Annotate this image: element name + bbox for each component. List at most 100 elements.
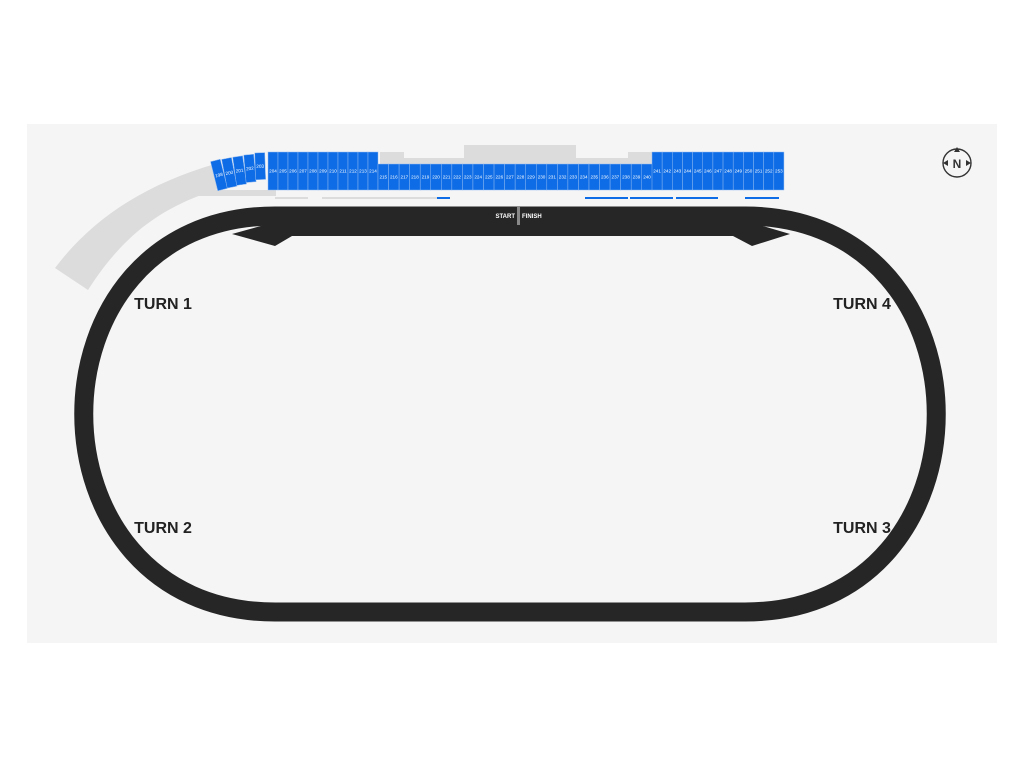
section-222[interactable]: 222	[451, 163, 463, 191]
section-245[interactable]: 245	[692, 151, 703, 191]
finish-label: FINISH	[522, 214, 542, 220]
section-label: 218	[411, 175, 419, 180]
section-label: 252	[765, 169, 773, 174]
track-oval	[74, 206, 946, 622]
section-246[interactable]: 246	[702, 151, 714, 191]
section-208[interactable]: 208	[307, 151, 319, 191]
walkway-1	[275, 197, 308, 199]
section-label: 246	[704, 169, 712, 174]
section-219[interactable]: 219	[419, 163, 432, 191]
section-198[interactable]: 198	[210, 158, 228, 192]
section-253[interactable]: 253	[773, 151, 785, 191]
section-label: 222	[453, 175, 461, 180]
section-247[interactable]: 247	[712, 151, 724, 191]
section-200[interactable]: 200	[221, 157, 238, 189]
section-205[interactable]: 205	[277, 151, 289, 191]
section-244[interactable]: 244	[682, 151, 693, 191]
section-label: 207	[299, 169, 307, 174]
section-label: 201	[235, 168, 244, 174]
section-label: 221	[443, 175, 451, 180]
section-236[interactable]: 236	[599, 163, 611, 191]
section-248[interactable]: 248	[722, 151, 734, 191]
section-label: 236	[601, 175, 609, 180]
section-label: 200	[225, 170, 234, 176]
section-238[interactable]: 238	[620, 163, 632, 191]
turn-1-label: TURN 1	[134, 296, 192, 313]
section-label: 216	[390, 175, 398, 180]
pit-road	[232, 224, 790, 246]
section-227[interactable]: 227	[504, 163, 516, 191]
section-label: 213	[359, 169, 367, 174]
section-203[interactable]: 203	[254, 152, 266, 181]
section-250[interactable]: 250	[743, 151, 754, 191]
section-225[interactable]: 225	[483, 163, 495, 191]
section-237[interactable]: 237	[609, 163, 621, 191]
section-label: 225	[485, 175, 493, 180]
section-218[interactable]: 218	[409, 163, 421, 191]
section-201[interactable]: 201	[232, 155, 247, 186]
section-label: 205	[279, 169, 287, 174]
section-231[interactable]: 231	[546, 163, 558, 191]
walkway-2	[322, 197, 437, 199]
press-box-right	[628, 152, 655, 164]
section-228[interactable]: 228	[514, 163, 526, 191]
section-230[interactable]: 230	[536, 163, 548, 191]
platform-2	[585, 197, 628, 199]
turn1-grandstand	[55, 164, 222, 290]
section-216[interactable]: 216	[388, 163, 400, 191]
section-234[interactable]: 234	[578, 163, 590, 191]
section-label: 242	[663, 169, 671, 174]
section-233[interactable]: 233	[567, 163, 579, 191]
turn-2-label: TURN 2	[134, 520, 192, 537]
section-label: 214	[369, 169, 377, 174]
section-235[interactable]: 235	[588, 163, 600, 191]
section-label: 211	[339, 169, 347, 174]
section-label: 223	[464, 175, 472, 180]
section-239[interactable]: 239	[630, 163, 643, 191]
section-label: 220	[432, 175, 440, 180]
section-207[interactable]: 207	[297, 151, 309, 191]
section-206[interactable]: 206	[287, 151, 299, 191]
section-label: 241	[653, 169, 661, 174]
section-label: 250	[745, 169, 753, 174]
section-209[interactable]: 209	[317, 151, 329, 191]
section-211[interactable]: 211	[337, 151, 349, 191]
section-label: 217	[401, 175, 409, 180]
section-224[interactable]: 224	[472, 163, 484, 191]
section-232[interactable]: 232	[557, 163, 569, 191]
section-242[interactable]: 242	[661, 151, 673, 191]
section-label: 204	[269, 169, 277, 174]
section-label: 226	[495, 175, 503, 180]
compass-north-icon: N	[942, 147, 972, 178]
section-label: 206	[289, 169, 297, 174]
section-213[interactable]: 213	[357, 151, 369, 191]
turn-4-label: TURN 4	[833, 296, 891, 313]
section-223[interactable]: 223	[462, 163, 474, 191]
section-229[interactable]: 229	[525, 163, 537, 191]
section-221[interactable]: 221	[441, 163, 453, 191]
section-241[interactable]: 241	[651, 151, 663, 191]
section-249[interactable]: 249	[732, 151, 744, 191]
section-243[interactable]: 243	[672, 151, 683, 191]
section-240[interactable]: 240	[641, 163, 653, 191]
section-202[interactable]: 202	[243, 153, 257, 183]
section-217[interactable]: 217	[398, 163, 410, 191]
section-220[interactable]: 220	[430, 163, 442, 191]
section-212[interactable]: 212	[347, 151, 359, 191]
section-label: 230	[538, 175, 546, 180]
section-label: 244	[684, 169, 692, 174]
section-label: 219	[422, 175, 430, 180]
section-label: 212	[349, 169, 357, 174]
section-210[interactable]: 210	[327, 151, 339, 191]
section-252[interactable]: 252	[763, 151, 775, 191]
section-label: 234	[580, 175, 588, 180]
section-204[interactable]: 204	[267, 151, 279, 191]
stand-base-left	[196, 190, 276, 196]
section-214[interactable]: 214	[367, 151, 379, 191]
section-215[interactable]: 215	[377, 163, 389, 191]
section-226[interactable]: 226	[493, 163, 505, 191]
section-251[interactable]: 251	[753, 151, 764, 191]
section-label: 202	[246, 166, 255, 172]
